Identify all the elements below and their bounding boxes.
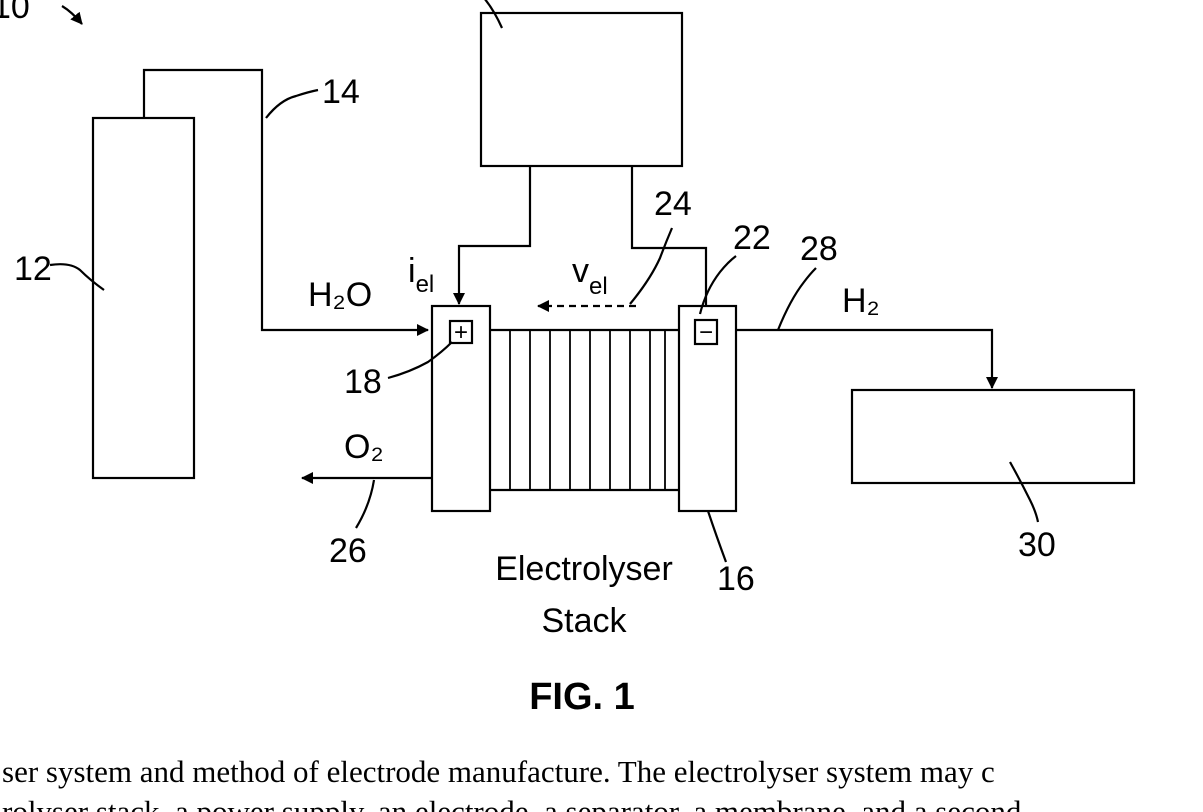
ref-24-leader [630,228,672,304]
oxygen-label: O₂ [344,428,384,466]
ref-26-label: 26 [329,532,367,570]
power-supply-box [481,13,682,166]
ref-26-leader [356,480,374,528]
water-tank-box [93,118,194,478]
ref-28-leader [778,268,816,330]
ref-16-leader [708,511,726,562]
minus-symbol: − [699,319,713,346]
current-label-main: i [408,252,416,290]
ref-14-label: 14 [322,73,360,111]
plus-symbol: + [454,319,468,346]
hydrogen-storage-box [852,390,1134,483]
voltage-label-main: v [572,252,589,290]
current-label-sub: el [416,271,435,298]
voltage-label: vel [572,252,608,300]
ref-10-label: 10 [0,0,30,26]
ref-18-label: 18 [344,363,382,401]
ref-24-label: 24 [654,185,692,223]
ref-22-label: 22 [733,219,771,257]
stack-label-line1: Electrolyser [495,550,673,588]
ref-12-label: 12 [14,250,52,288]
hydrogen-line [736,330,992,388]
text-line-1: ser system and method of electrode manuf… [2,754,995,789]
ref-14-leader [266,90,318,118]
ref-30-label: 30 [1018,526,1056,564]
current-wire [459,166,530,304]
ref-16-label: 16 [717,560,755,598]
hydrogen-label: H₂ [842,282,880,320]
ref-10-leader [62,6,82,24]
text-line-2: rolyser stack, a power supply, an electr… [2,794,1022,812]
figure-caption: FIG. 1 [529,676,635,718]
voltage-label-sub: el [589,273,608,300]
current-label: iel [408,252,434,298]
stack-label-line2: Stack [541,602,627,640]
ref-28-label: 28 [800,230,838,268]
water-label: H₂O [308,276,372,314]
